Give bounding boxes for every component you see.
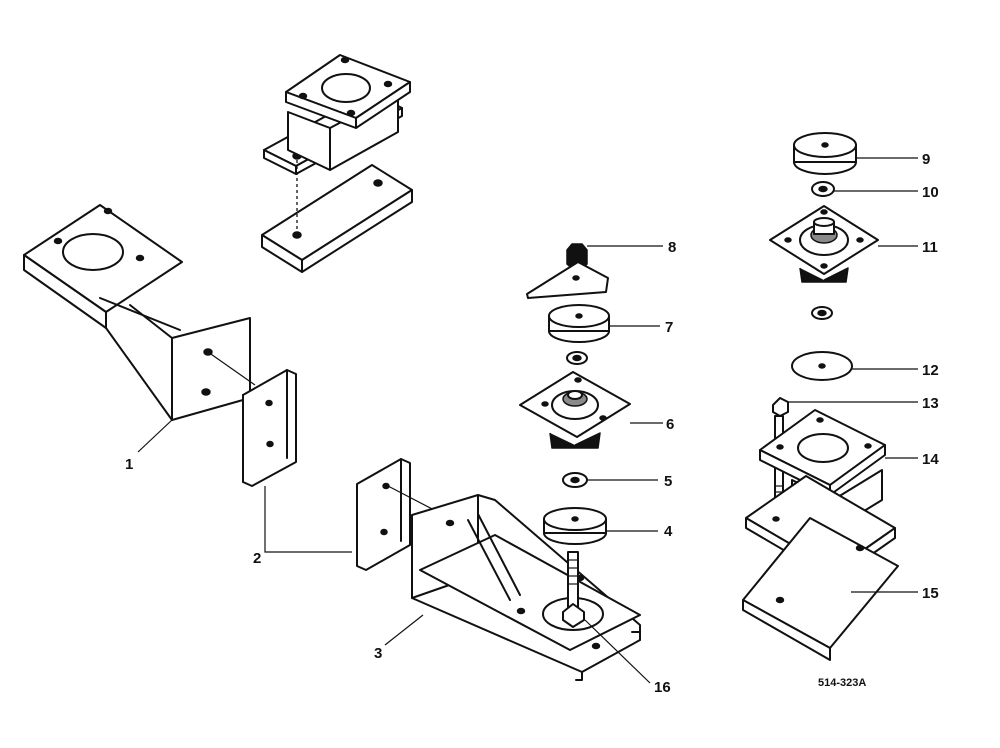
callout-7: 7 [665,319,673,336]
part-3-lower-bracket [411,494,641,681]
callout-12: 12 [922,362,939,379]
callout-9: 9 [922,151,930,168]
callout-labels: 1 2 3 4 5 6 7 8 9 10 11 12 13 14 15 16 5… [125,151,939,696]
callout-8: 8 [668,239,676,256]
top-bracket-assembly [261,54,413,273]
part-2-spacer-plates [242,369,439,571]
callout-11: 11 [922,239,938,256]
callout-16: 16 [654,679,671,696]
callout-1: 1 [125,456,133,473]
callout-6: 6 [666,416,674,433]
callout-2: 2 [253,550,261,567]
callout-4: 4 [664,523,673,540]
right-mount-stack [742,132,899,661]
callout-15: 15 [922,585,939,602]
callout-3: 3 [374,645,382,662]
callout-13: 13 [922,395,939,412]
drawing-code: 514-323A [818,677,866,689]
callout-10: 10 [922,184,939,201]
callout-5: 5 [664,473,672,490]
leader-lines [137,157,918,684]
callout-14: 14 [922,451,939,468]
part-1-support-bracket [23,204,256,421]
center-mount-stack [519,243,631,628]
